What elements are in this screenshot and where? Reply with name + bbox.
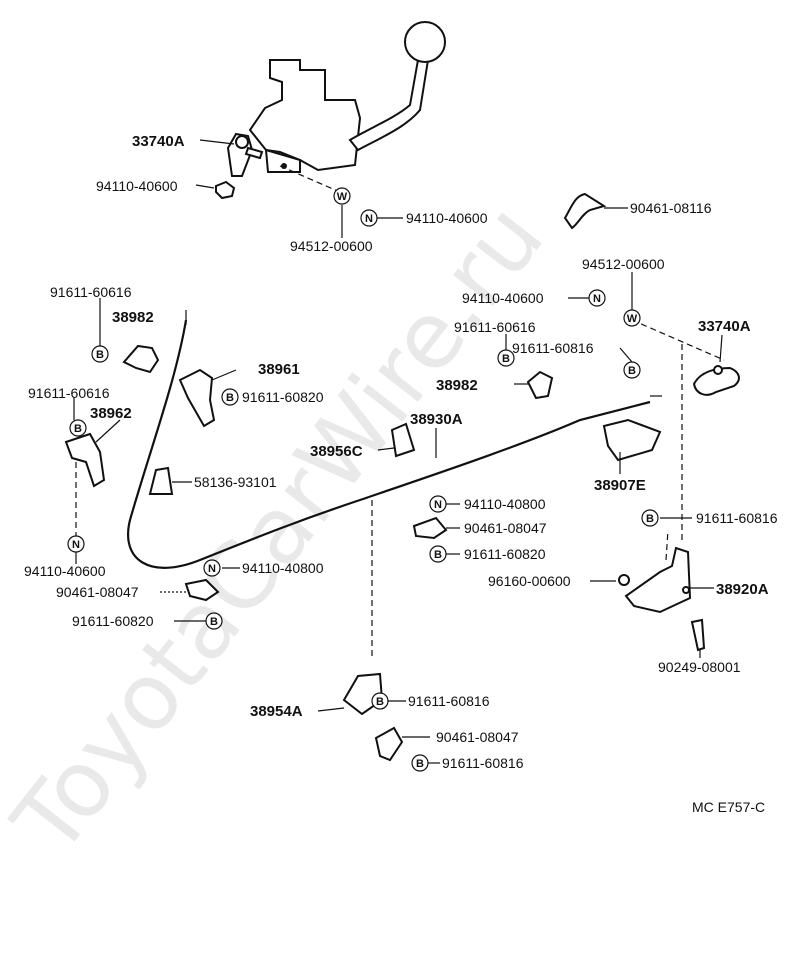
label-91611-60820-b: 91611-60820 [464,546,546,562]
badge-n-lower-text: N [208,563,216,575]
label-38930a: 38930A [410,411,463,428]
clamp-90461-08047-mid [412,516,448,540]
badge-b-left-1: B [91,345,109,363]
label-94110-40600-n-top: 94110-40600 [406,210,488,226]
badge-b-bottom-2: B [411,754,429,772]
label-38956c: 38956C [310,443,363,460]
leader-lines [73,139,723,764]
badge-n-left-text: N [72,539,80,551]
label-91611-60820-a: 91611-60820 [242,389,324,405]
label-91611-60816-b: 91611-60816 [696,510,778,526]
badge-w-top-text: W [337,191,348,203]
badge-b-left-2: B [69,419,87,437]
badge-b-lower-text: B [210,616,218,628]
label-38982-left: 38982 [112,309,154,326]
label-94110-40600-left: 94110-40600 [24,563,106,579]
badge-b-lower: B [205,612,223,630]
badge-b-bottom-1: B [371,692,389,710]
label-33740a-right: 33740A [698,318,751,335]
badge-w-top: W [333,187,351,205]
label-90461-08116: 90461-08116 [630,200,712,216]
badge-b-left-1-text: B [96,349,104,361]
label-90249-08001: 90249-08001 [658,659,741,675]
washer-96160-00600 [618,574,630,586]
bracket-38956c [390,422,416,458]
badge-w-right-text: W [627,313,638,325]
grommet-58136-93101 [148,466,174,495]
label-33740a-top: 33740A [132,133,185,150]
shift-lever-assembly [248,21,446,173]
badge-b-bottom-2-text: B [416,758,424,770]
label-94110-40600-top: 94110-40600 [96,178,178,194]
label-94512-00600-right: 94512-00600 [582,256,665,272]
label-94110-40800-b: 94110-40800 [242,560,324,576]
badge-w-right: W [623,309,641,327]
label-38962: 38962 [90,405,132,422]
badge-n-right: N [588,289,606,307]
cable-end-33740a-top [226,132,264,177]
badge-b-mid-2-text: B [628,365,636,377]
badge-n-top: N [360,209,378,227]
badge-b-mid-3-text: B [434,549,442,561]
badge-n-mid: N [429,495,447,513]
clamp-90461-08047-bottom [374,726,404,762]
bracket-38920a [624,546,692,614]
label-38920a: 38920A [716,581,769,598]
label-90461-08047-c: 90461-08047 [436,729,519,745]
label-94110-40800-a: 94110-40800 [464,496,546,512]
badge-n-mid-text: N [434,499,442,511]
label-91611-60616-c: 91611-60616 [454,319,536,335]
label-96160-00600: 96160-00600 [488,573,571,589]
badge-n-left: N [67,535,85,553]
badge-b-38961: B [221,388,239,406]
badge-b-mid-1-text: B [502,353,510,365]
label-94110-40600-right: 94110-40600 [462,290,544,306]
nut-top [215,180,236,200]
label-91611-60616-a: 91611-60616 [50,284,132,300]
label-90461-08047-b: 90461-08047 [56,584,139,600]
badge-n-lower: N [203,559,221,577]
badge-b-mid-2: B [623,361,641,379]
badge-b-mid-3: B [429,545,447,563]
clamp-90461-08047-left [184,578,220,602]
label-91611-60616-b: 91611-60616 [28,385,110,401]
bracket-38907e [602,418,662,462]
clamp-90461-08116 [563,192,607,230]
bolt-90249-08001 [690,618,706,652]
badge-b-right-text: B [646,513,654,525]
label-38982-mid: 38982 [436,377,478,394]
badge-b-bottom-1-text: B [376,696,384,708]
badge-b-left-2-text: B [74,423,82,435]
label-58136-93101: 58136-93101 [194,474,277,490]
bracket-38961 [178,368,216,428]
label-91611-60820-c: 91611-60820 [72,613,154,629]
diagram-code: MC E757-C [692,799,765,815]
bracket-38962 [64,432,106,488]
badge-n-right-text: N [593,293,601,305]
label-38961: 38961 [258,361,300,378]
badge-n-top-text: N [365,213,373,225]
label-91611-60816-a: 91611-60816 [512,340,594,356]
bracket-38982-left [122,344,160,374]
transmission-cable-38930a [127,319,651,569]
label-91611-60816-c: 91611-60816 [408,693,490,709]
cable-end-33740a-right [692,365,740,396]
label-91611-60816-d: 91611-60816 [442,755,524,771]
badge-b-right: B [641,509,659,527]
label-94512-00600-top: 94512-00600 [290,238,373,254]
bracket-38982-mid [526,370,554,400]
label-38907e: 38907E [594,477,646,494]
label-38954a: 38954A [250,703,303,720]
badge-b-mid-1: B [497,349,515,367]
label-90461-08047-a: 90461-08047 [464,520,547,536]
badge-b-38961-text: B [226,392,234,404]
